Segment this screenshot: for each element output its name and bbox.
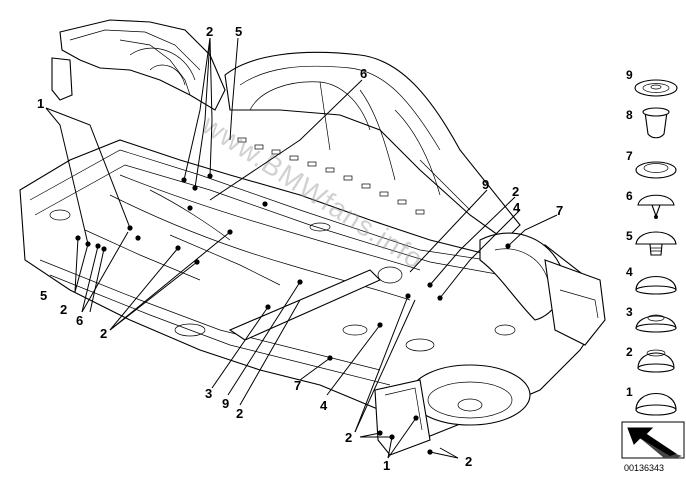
callout-7-bottom: 7 [294, 378, 301, 393]
callout-4-right: 4 [513, 200, 521, 215]
callout-labels: 1 2 5 6 9 2 4 7 5 2 6 2 3 9 2 7 4 2 1 2 [37, 24, 563, 473]
grommet-round-dome-icon [635, 392, 677, 416]
callout-2-bottom-right: 2 [465, 454, 472, 469]
callout-9-right: 9 [482, 177, 489, 192]
callout-2-right: 2 [512, 184, 519, 199]
legend-number-2: 2 [626, 345, 633, 359]
grommet-flat-ring-icon [634, 79, 678, 97]
callout-4-bottom: 4 [320, 398, 328, 413]
parts-legend: 9 8 7 6 5 4 [621, 68, 685, 473]
legend-number-5: 5 [626, 229, 633, 243]
callout-2-mid-left: 2 [100, 326, 107, 341]
car-body-drawing [19, 19, 606, 456]
grommet-flat-dome-icon [635, 161, 677, 179]
callout-5-left: 5 [40, 288, 47, 303]
legend-number-7: 7 [626, 149, 633, 163]
grommet-dome-icon [635, 276, 677, 295]
callout-5-top: 5 [235, 24, 242, 39]
grommet-ring-dome-icon [635, 314, 677, 333]
callout-3: 3 [205, 386, 212, 401]
callout-2-bottom-mid: 2 [236, 406, 243, 421]
legend-number-9: 9 [626, 68, 633, 82]
grommet-clip-dome-large-icon [635, 231, 677, 256]
callout-2-bottom-cluster: 2 [345, 430, 352, 445]
callout-9-bottom: 9 [222, 396, 229, 411]
view-direction-arrow-icon [621, 421, 685, 459]
callout-2-top: 2 [206, 24, 213, 39]
legend-number-8: 8 [626, 108, 633, 122]
leader-lines [45, 37, 558, 459]
callout-6-top: 6 [360, 66, 367, 81]
legend-number-3: 3 [626, 305, 633, 319]
callout-1-bottom: 1 [383, 458, 390, 473]
legend-number-4: 4 [626, 265, 633, 279]
callout-7-right: 7 [556, 203, 563, 218]
grommet-stepped-dome-icon [637, 349, 675, 373]
legend-number-1: 1 [626, 385, 633, 399]
callout-6-left: 6 [76, 313, 83, 328]
callout-1-top-left: 1 [37, 96, 44, 111]
grommet-clip-dome-icon [637, 194, 675, 219]
legend-number-6: 6 [626, 189, 633, 203]
callout-2-left: 2 [60, 302, 67, 317]
part-number: 00136343 [624, 463, 664, 473]
grommet-tall-plug-icon [642, 107, 670, 139]
